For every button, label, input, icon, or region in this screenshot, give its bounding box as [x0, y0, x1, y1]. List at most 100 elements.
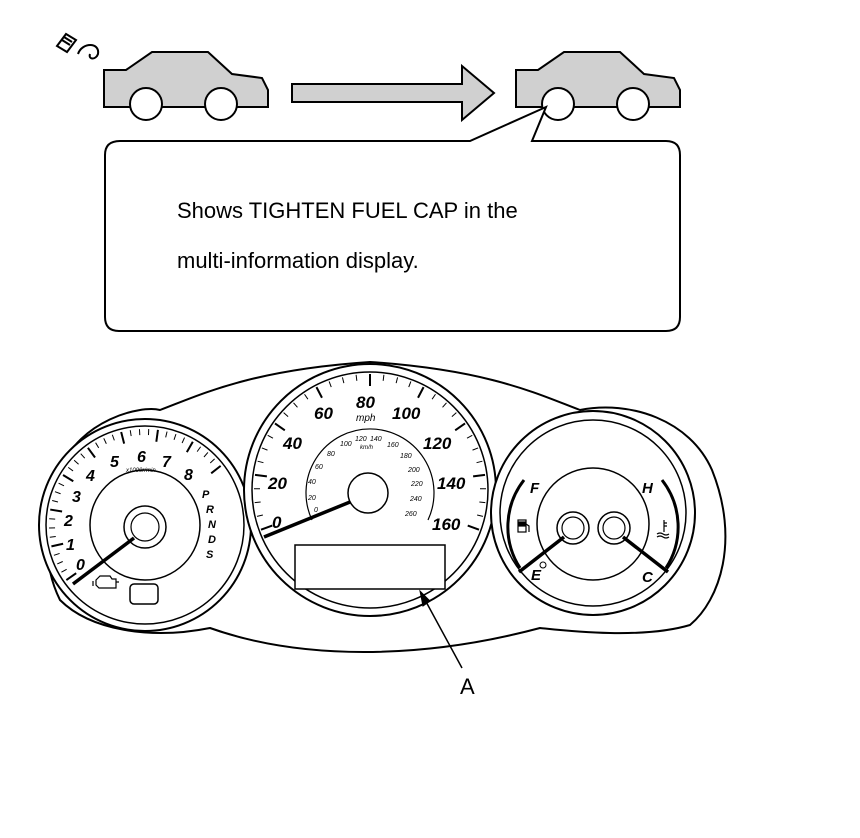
tach-tick-18 — [103, 438, 107, 444]
tach-num-7: 7 — [162, 454, 172, 471]
speed-num-60: 60 — [314, 404, 333, 423]
tach-num-5: 5 — [110, 454, 120, 471]
tach-needle — [71, 536, 136, 586]
tach-tick-5 — [49, 536, 56, 538]
tach-tick-12 — [62, 474, 74, 483]
tach-tick-19 — [111, 434, 115, 441]
tach-tick-8 — [50, 508, 63, 513]
tach-num-2: 2 — [63, 513, 73, 530]
tach-tick-32 — [210, 465, 222, 475]
speed-tick-26 — [472, 447, 479, 451]
kmh-num-60: 60 — [315, 464, 323, 471]
tach-tick-20 — [120, 431, 126, 444]
speed-tick-25 — [466, 434, 473, 439]
kmh-num-260: 260 — [404, 511, 417, 518]
tach-indicator-box — [129, 583, 159, 605]
kmh-num-120: 120 — [355, 436, 367, 443]
speed-tick-2 — [254, 501, 261, 504]
speed-num-100: 100 — [392, 404, 421, 423]
car-after-icon — [515, 51, 681, 121]
speed-tick-14 — [341, 377, 345, 384]
inner-scale-arc — [305, 428, 435, 521]
tach-tick-15 — [80, 453, 86, 459]
tach-tick-13 — [67, 466, 74, 472]
speed-num-80: 80 — [356, 393, 375, 412]
speed-tick-0 — [260, 524, 273, 531]
tach-tick-25 — [165, 431, 168, 438]
multi-information-display — [294, 544, 446, 590]
tach-tick-10 — [54, 491, 61, 495]
speed-tick-6 — [261, 447, 268, 451]
tach-num-1: 1 — [66, 537, 75, 554]
speed-tick-30 — [479, 501, 486, 504]
speed-tick-18 — [395, 377, 399, 384]
temp-cold-label: C — [642, 569, 654, 586]
tach-ticks — [49, 429, 222, 581]
speed-tick-17 — [382, 374, 385, 381]
speed-tick-1 — [256, 514, 263, 517]
fuel-temp-gauge: F E H C — [490, 410, 696, 616]
speed-unit-mph: mph — [356, 413, 376, 424]
kmh-num-180: 180 — [400, 453, 412, 460]
kmh-num-100: 100 — [340, 441, 352, 448]
check-engine-icon — [92, 575, 119, 589]
tach-num-6: 6 — [137, 449, 146, 466]
speed-tick-23 — [451, 412, 457, 417]
car-before-icon — [103, 51, 269, 121]
speed-tick-4 — [254, 473, 268, 478]
speed-tick-13 — [328, 381, 332, 388]
kmh-num-140: 140 — [370, 436, 382, 443]
tach-tick-21 — [129, 430, 132, 437]
gear-s: S — [206, 549, 214, 561]
fuel-pump-icon — [517, 519, 530, 533]
temp-scale-arc — [660, 479, 680, 569]
callout-line-1: Shows TIGHTEN FUEL CAP in the — [177, 198, 518, 223]
tach-tick-0 — [65, 572, 77, 581]
kmh-num-240: 240 — [409, 496, 422, 503]
low-fuel-marker — [539, 561, 547, 569]
fuel-full-label: F — [530, 480, 540, 497]
kmh-num-220: 220 — [410, 481, 423, 488]
tach-tick-30 — [203, 452, 209, 458]
speed-tick-5 — [257, 460, 264, 464]
speed-tick-8 — [274, 422, 286, 432]
kmh-num-0: 0 — [314, 507, 318, 514]
speed-num-160: 160 — [432, 515, 461, 534]
speed-tick-31 — [477, 514, 484, 517]
speed-tick-11 — [304, 393, 309, 400]
tach-tick-24 — [155, 429, 159, 442]
tach-tick-1 — [61, 568, 67, 573]
transition-arrow — [291, 63, 496, 123]
gear-d: D — [208, 534, 216, 546]
tach-tick-31 — [209, 458, 215, 464]
speed-num-120: 120 — [423, 434, 452, 453]
tach-tick-26 — [173, 433, 177, 440]
kmh-num-20: 20 — [307, 495, 316, 502]
speed-tick-21 — [431, 393, 436, 400]
speed-tick-7 — [267, 434, 274, 439]
gear-n: N — [208, 519, 217, 531]
kmh-num-40: 40 — [308, 479, 316, 486]
callout-line-2: multi-information display. — [177, 248, 419, 273]
speed-tick-32 — [467, 524, 480, 531]
speed-unit-kmh: km/h — [360, 445, 374, 451]
tach-tick-9 — [52, 500, 59, 503]
speed-tick-19 — [408, 381, 412, 388]
fuel-scale-arc — [506, 479, 526, 569]
callout-a-leader — [419, 589, 463, 669]
gear-r: R — [206, 504, 214, 516]
speed-tick-20 — [417, 386, 425, 399]
kmh-num-160: 160 — [387, 442, 399, 449]
coolant-temp-icon — [656, 520, 670, 539]
speed-tick-10 — [293, 402, 298, 408]
tach-tick-14 — [73, 459, 79, 465]
tach-tick-28 — [185, 441, 194, 453]
speedometer: 0 20 40 60 80 100 120 140 160 mph 0 20 4… — [243, 363, 497, 617]
tach-tick-29 — [196, 446, 202, 452]
tach-tick-16 — [87, 447, 96, 459]
tach-unit: x1000r/min — [125, 468, 156, 474]
speed-tick-22 — [442, 402, 447, 408]
speed-num-20: 20 — [267, 474, 287, 493]
fuel-needle — [517, 535, 566, 574]
